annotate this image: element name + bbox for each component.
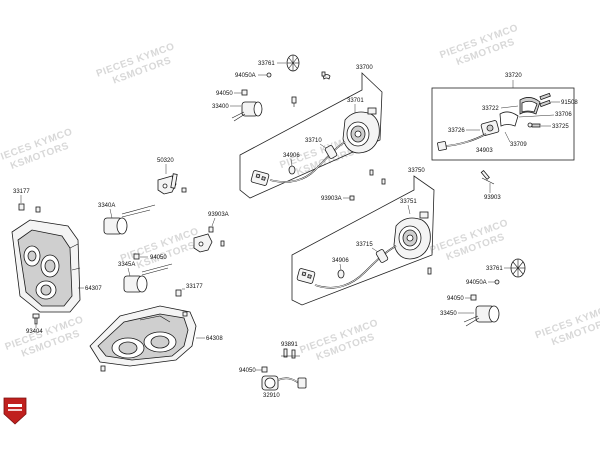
label-64308: 64308 [206,336,223,342]
part-33177-clip [175,289,182,297]
part-94050-clip [133,253,140,260]
part-32910-relay-socket [261,375,307,391]
label-3345A: 3345A [118,262,135,268]
label-94050: 94050 [216,91,233,97]
label-93903A: 93903A [208,212,229,218]
small-screw [220,240,225,247]
label-32910: 32910 [263,393,280,399]
part-33701-bulb-socket [342,107,380,154]
part-33761-cap-right [510,258,526,278]
label-33710: 33710 [305,138,322,144]
part-93404-screw [32,313,40,325]
part-93903-screw [480,169,495,185]
label-94050-bot: 94050 [239,368,256,374]
group-outline-33750 [291,175,435,306]
label-34906: 34906 [283,153,300,159]
label-94050A-right: 94050A [466,280,487,286]
label-33177-left: 33177 [13,189,30,195]
label-93903: 93903 [484,195,501,201]
part-33400-bulb [231,101,263,122]
label-33715: 33715 [356,242,373,248]
label-33761: 33761 [258,61,275,67]
small-screw [35,206,41,213]
part-33725-screw [527,122,541,128]
part-94050-clip [470,294,477,301]
part-33706-gasket [499,111,519,127]
label-33726: 33726 [448,128,465,134]
small-screw [208,226,214,233]
label-33722: 33722 [482,106,499,112]
label-93404: 93404 [26,329,43,335]
small-screw [321,71,326,77]
label-33706: 33706 [555,112,572,118]
part-34906-grommet [337,269,345,279]
label-91508: 91508 [561,100,578,106]
small-screw [291,96,297,107]
part-64308-headlight-lens [89,305,197,367]
label-94050-mid: 94050 [150,255,167,261]
label-33720: 33720 [505,73,522,79]
label-33701: 33701 [347,98,364,104]
label-33750: 33750 [408,168,425,174]
small-screw [349,195,355,201]
group-outline-33700 [239,72,383,199]
label-33725: 33725 [552,124,569,130]
label-64307: 64307 [85,286,102,292]
group-box-33720 [431,87,575,161]
part-50320-bracket [157,173,178,195]
small-screw [369,169,386,185]
small-screw [427,267,432,275]
part-91508-screws [539,92,551,108]
label-33400: 33400 [212,104,229,110]
part-94050A-clip [494,279,500,285]
kymco-ksmotors-shield-logo-icon [3,397,27,425]
label-94050-right: 94050 [447,296,464,302]
part-3345A-bulb [123,263,173,293]
part-33715-wire-harness [296,245,397,289]
part-33450-bulb [463,305,500,327]
label-33177-mid: 33177 [186,284,203,290]
part-33722-lens [519,97,541,115]
part-33726-socket [480,120,500,136]
label-33709: 33709 [510,142,527,148]
part-94050-clip [261,366,268,373]
label-94050A: 94050A [235,73,256,79]
label-33751: 33751 [400,199,417,205]
label-34906-mid: 34906 [332,258,349,264]
label-50320: 50320 [157,158,174,164]
small-screw [100,365,106,372]
part-bracket-lower [193,233,213,253]
part-93891-screws [281,348,300,359]
part-64307-headlight-housing [11,219,81,313]
part-34906-grommet [288,165,296,175]
small-screw [181,187,187,193]
label-93891: 93891 [281,342,298,348]
part-33751-bulb-socket [393,211,431,260]
label-33450: 33450 [440,311,457,317]
small-screw [182,311,188,317]
label-33700: 33700 [356,65,373,71]
label-34903: 34903 [476,148,493,154]
part-34903-wire [437,133,487,151]
part-33761-cap-top [286,54,300,72]
label-3340A: 3340A [98,203,115,209]
label-33761-right: 33761 [486,266,503,272]
part-33710-wire-harness [250,141,346,186]
part-3340A-bulb [103,204,156,235]
part-33177-clip [18,203,25,211]
label-93903A-mid: 93903A [321,196,342,202]
